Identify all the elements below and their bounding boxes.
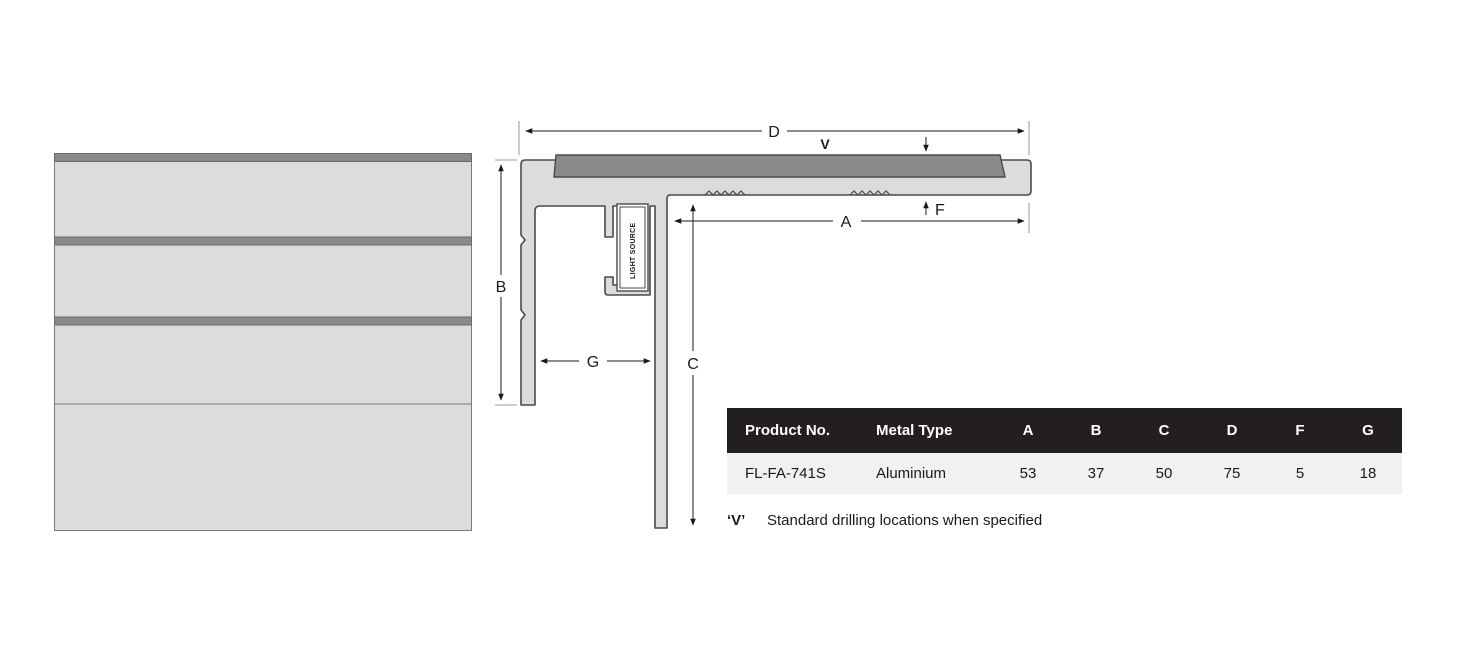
dim-c-label: C [687,356,699,373]
dim-f-label: F [935,202,945,219]
header-d: D [1198,408,1266,453]
cell-f: 5 [1266,453,1334,494]
grip-serration-1 [704,190,746,196]
header-product-no: Product No. [727,408,876,453]
header-b: B [1062,408,1130,453]
header-f: F [1266,408,1334,453]
cell-b: 37 [1062,453,1130,494]
cell-d: 75 [1198,453,1266,494]
note-text: Standard drilling locations when specifi… [767,512,1043,529]
tread-insert [553,154,1006,178]
front-view [54,153,472,531]
dim-a-label: A [841,214,852,231]
grip-serration-2 [849,190,891,196]
cell-product-no: FL-FA-741S [727,453,876,494]
front-strip-2 [54,236,472,246]
front-panel [54,153,472,531]
header-a: A [994,408,1062,453]
dim-d-label: D [768,124,780,141]
light-source-housing [619,206,646,289]
cell-a: 53 [994,453,1062,494]
dim-g-label: G [587,354,599,371]
note-key: ‘V’ [727,512,746,529]
profile-drawing: LIGHT SOURCE D V F A B C [495,121,1032,529]
light-source-label: LIGHT SOURCE [630,222,637,279]
cell-metal-type: Aluminium [876,453,994,494]
drill-marker-v: V [820,136,830,152]
cell-g: 18 [1334,453,1402,494]
cell-c: 50 [1130,453,1198,494]
spec-table: Product No. Metal Type A B C D F G FL-FA… [727,408,1402,494]
table-header-row: Product No. Metal Type A B C D F G [727,408,1402,453]
drilling-note: ‘V’ Standard drilling locations when spec… [727,512,1042,529]
header-c: C [1130,408,1198,453]
profile-section: LIGHT SOURCE D V F A B C [495,115,1045,535]
front-strip-3 [54,316,472,326]
header-metal-type: Metal Type [876,408,994,453]
front-strip-1 [54,153,472,162]
dim-b-label: B [496,279,507,296]
header-g: G [1334,408,1402,453]
table-row: FL-FA-741S Aluminium 53 37 50 75 5 18 [727,453,1402,494]
front-view-drawing [54,153,472,531]
